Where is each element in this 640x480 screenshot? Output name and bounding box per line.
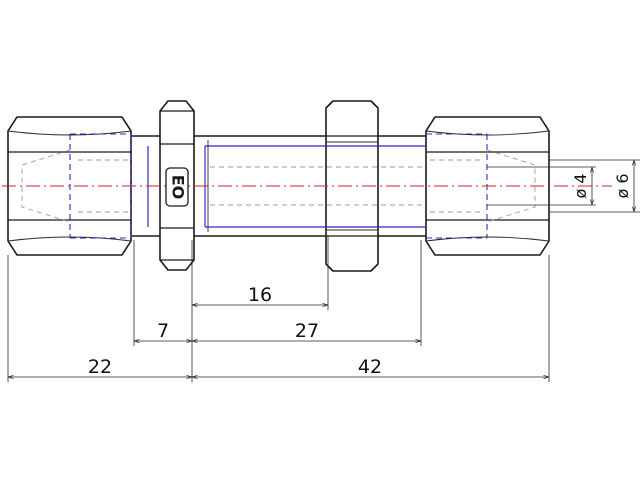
extension-lines: [7, 159, 640, 382]
dimension-bore-6: ø 6: [613, 173, 632, 198]
manufacturer-logo: EO: [165, 167, 189, 207]
dimension-lines: [8, 160, 634, 377]
logo-text: EO: [169, 175, 188, 200]
dimension-42: 42: [358, 356, 382, 378]
dimension-27: 27: [295, 320, 319, 342]
dimension-22: 22: [88, 356, 112, 378]
dimension-16: 16: [248, 284, 272, 306]
dimension-bore-4: ø 4: [571, 173, 590, 198]
dimension-7: 7: [157, 320, 169, 342]
